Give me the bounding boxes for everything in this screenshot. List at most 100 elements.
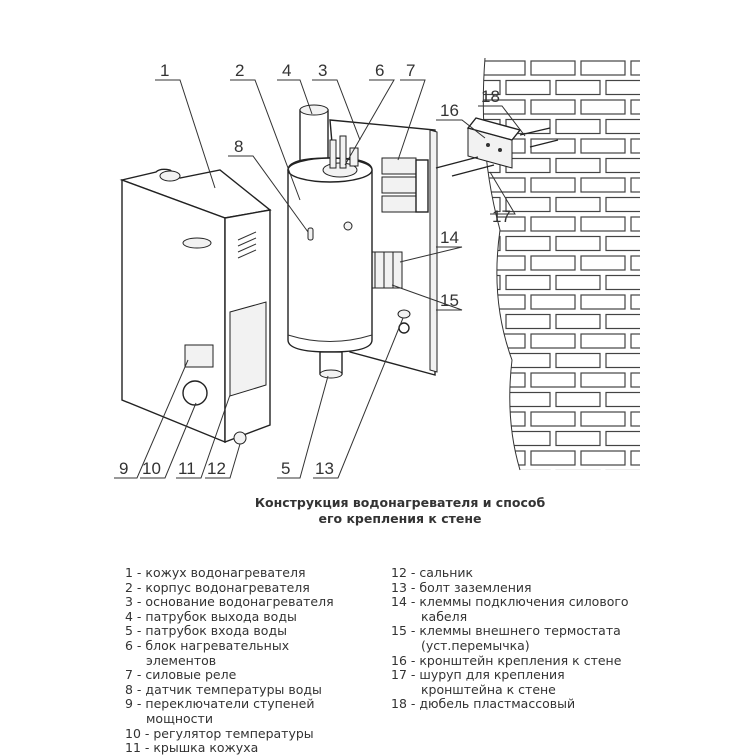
brick	[505, 469, 551, 470]
callout-3: 3	[318, 61, 327, 80]
brick	[431, 61, 475, 75]
water-inlet-pipe	[319, 351, 343, 379]
legend-item: 14 - клеммы подключения силового	[391, 594, 629, 610]
legend-number: 11	[125, 740, 141, 756]
brick	[483, 372, 526, 388]
legend-text: основание водонагревателя	[145, 594, 334, 610]
legend-item: 2 - корпус водонагревателя	[125, 579, 310, 595]
legend-number: 1	[125, 565, 133, 580]
legend-text: кожух водонагревателя	[145, 565, 306, 580]
legend-item: 10 - регулятор температуры	[125, 725, 314, 741]
legend-item: 12 - сальник	[391, 565, 474, 580]
callout-12: 12	[207, 459, 226, 478]
power-relays	[381, 157, 429, 213]
callout-4: 4	[282, 61, 291, 80]
temperature-sensor	[307, 227, 314, 241]
brick	[580, 177, 626, 193]
legend-text: регулятор температуры	[153, 725, 314, 741]
brick	[530, 216, 576, 232]
brick	[530, 99, 576, 115]
brick	[580, 372, 626, 388]
callout-14: 14	[440, 228, 459, 247]
brick	[483, 177, 526, 193]
legend-text: кронштейн крепления к стене	[419, 652, 622, 668]
legend-item: 4 - патрубок выхода воды	[125, 608, 297, 624]
brick	[580, 99, 626, 115]
callout-13: 13	[315, 459, 334, 478]
brick	[483, 313, 501, 330]
brick	[605, 157, 640, 174]
brick	[555, 157, 601, 174]
legend-item: 1 - кожух водонагревателя	[125, 565, 306, 580]
brick	[580, 450, 626, 466]
legend-number: 13	[391, 579, 407, 595]
legend-number: 16	[391, 652, 407, 668]
callout-1: 1	[160, 61, 169, 80]
brick	[530, 60, 576, 76]
callout-6: 6	[375, 61, 384, 80]
legend-text: блок нагревательных	[145, 637, 290, 653]
brick	[505, 79, 551, 96]
legend-text: крышка кожуха	[153, 740, 259, 756]
brick	[630, 99, 640, 115]
brick	[555, 118, 601, 135]
brick	[555, 313, 601, 330]
brick	[483, 255, 526, 271]
brick	[530, 372, 576, 388]
callout-9: 9	[119, 459, 128, 478]
legend-text: переключатели ступеней	[145, 696, 315, 712]
brick	[406, 393, 450, 407]
legend-item: 11 - крышка кожуха	[125, 740, 259, 756]
legend-item: 8 - датчик температуры воды	[125, 681, 322, 697]
callout-7: 7	[406, 61, 415, 80]
brick	[483, 391, 501, 408]
power-switches	[184, 344, 214, 368]
brand-logo	[182, 237, 212, 249]
brick	[630, 138, 640, 154]
brick	[530, 411, 576, 427]
brick-wall	[406, 60, 640, 470]
brick	[605, 196, 640, 213]
heater-body	[287, 157, 373, 353]
legend-number: 10	[125, 725, 141, 741]
brick	[406, 81, 450, 95]
callout-17: 17	[492, 207, 511, 226]
legend-text: патрубок выхода воды	[145, 608, 297, 624]
brick	[630, 216, 640, 232]
brick	[505, 196, 551, 213]
caption-line-1: Конструкция водонагревателя и способ	[254, 495, 546, 510]
legend-item: 3 - основание водонагревателя	[125, 594, 334, 610]
legend-item: 6 - блок нагревательных	[125, 637, 290, 653]
brick	[630, 177, 640, 193]
casing-cover	[229, 301, 267, 397]
brick	[555, 352, 601, 369]
brick	[431, 373, 475, 387]
legend-item: 9 - переключатели ступеней	[125, 696, 315, 712]
brick	[431, 451, 475, 465]
brick	[580, 294, 626, 310]
brick	[505, 157, 551, 174]
legend-text-continued: кронштейна к стене	[421, 681, 556, 697]
legend-text: шуруп для крепления	[419, 667, 565, 683]
brick	[431, 256, 475, 270]
brick	[483, 430, 501, 447]
legend-text: сальник	[419, 565, 474, 580]
brick	[555, 235, 601, 252]
legend-text-continued: элементов	[146, 652, 217, 668]
legend-text-continued: мощности	[146, 710, 213, 726]
callout-10: 10	[142, 459, 161, 478]
legend-text: дюбель пластмассовый	[419, 696, 576, 712]
brick	[483, 294, 526, 310]
brick	[483, 469, 501, 470]
brick	[505, 391, 551, 408]
legend-item: 16 - кронштейн крепления к стене	[391, 652, 622, 668]
legend-text-continued: кабеля	[421, 608, 468, 624]
brick	[605, 274, 640, 291]
brick	[555, 469, 601, 470]
brick	[630, 411, 640, 427]
legend-text: силовые реле	[145, 667, 237, 683]
legend-text: болт заземления	[419, 579, 532, 595]
brick	[555, 430, 601, 447]
brick	[605, 79, 640, 96]
